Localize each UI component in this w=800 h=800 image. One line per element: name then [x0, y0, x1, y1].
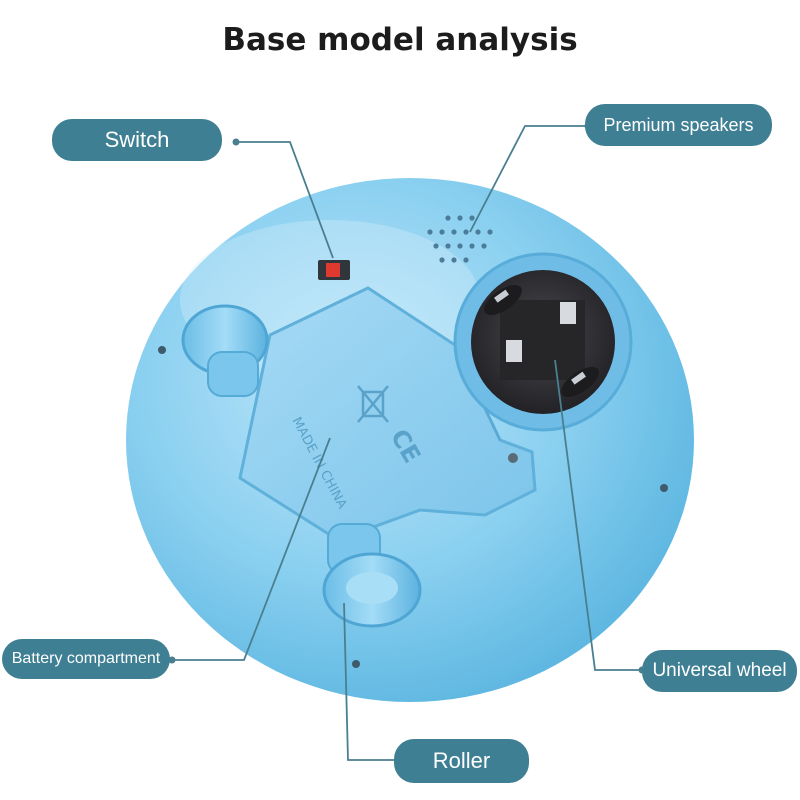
screw-icon	[508, 453, 518, 463]
battery-compartment: CE MADE IN CHINA	[238, 286, 537, 542]
screw-icon	[352, 660, 360, 668]
speaker-grille	[427, 215, 493, 263]
label-universal-wheel-text: Universal wheel	[652, 660, 787, 681]
leader-line-battery	[172, 437, 331, 661]
leader-line-universal-wheel	[554, 359, 642, 671]
label-roller: Roller	[394, 739, 529, 783]
label-battery-compartment: Battery compartment	[2, 639, 170, 679]
diagram-title: Base model analysis	[222, 22, 578, 58]
leader-line-roller	[343, 602, 400, 761]
screw-icon	[158, 346, 166, 354]
leader-lines	[172, 125, 642, 761]
label-switch: Switch	[52, 119, 222, 161]
leader-line-speakers	[469, 125, 588, 233]
label-universal-wheel: Universal wheel	[642, 650, 797, 692]
label-battery-text: Battery compartment	[11, 650, 161, 667]
roller-bottom	[322, 523, 422, 628]
universal-wheel	[453, 252, 633, 432]
recycle-bin-icon	[357, 385, 389, 423]
power-switch	[318, 260, 350, 280]
roller-top	[181, 304, 269, 397]
label-roller-text: Roller	[432, 748, 491, 773]
screw-icon	[660, 484, 668, 492]
label-speakers: Premium speakers	[585, 104, 772, 146]
leader-line-switch	[236, 141, 334, 259]
label-speakers-text: Premium speakers	[603, 114, 754, 135]
label-switch-text: Switch	[104, 127, 170, 152]
